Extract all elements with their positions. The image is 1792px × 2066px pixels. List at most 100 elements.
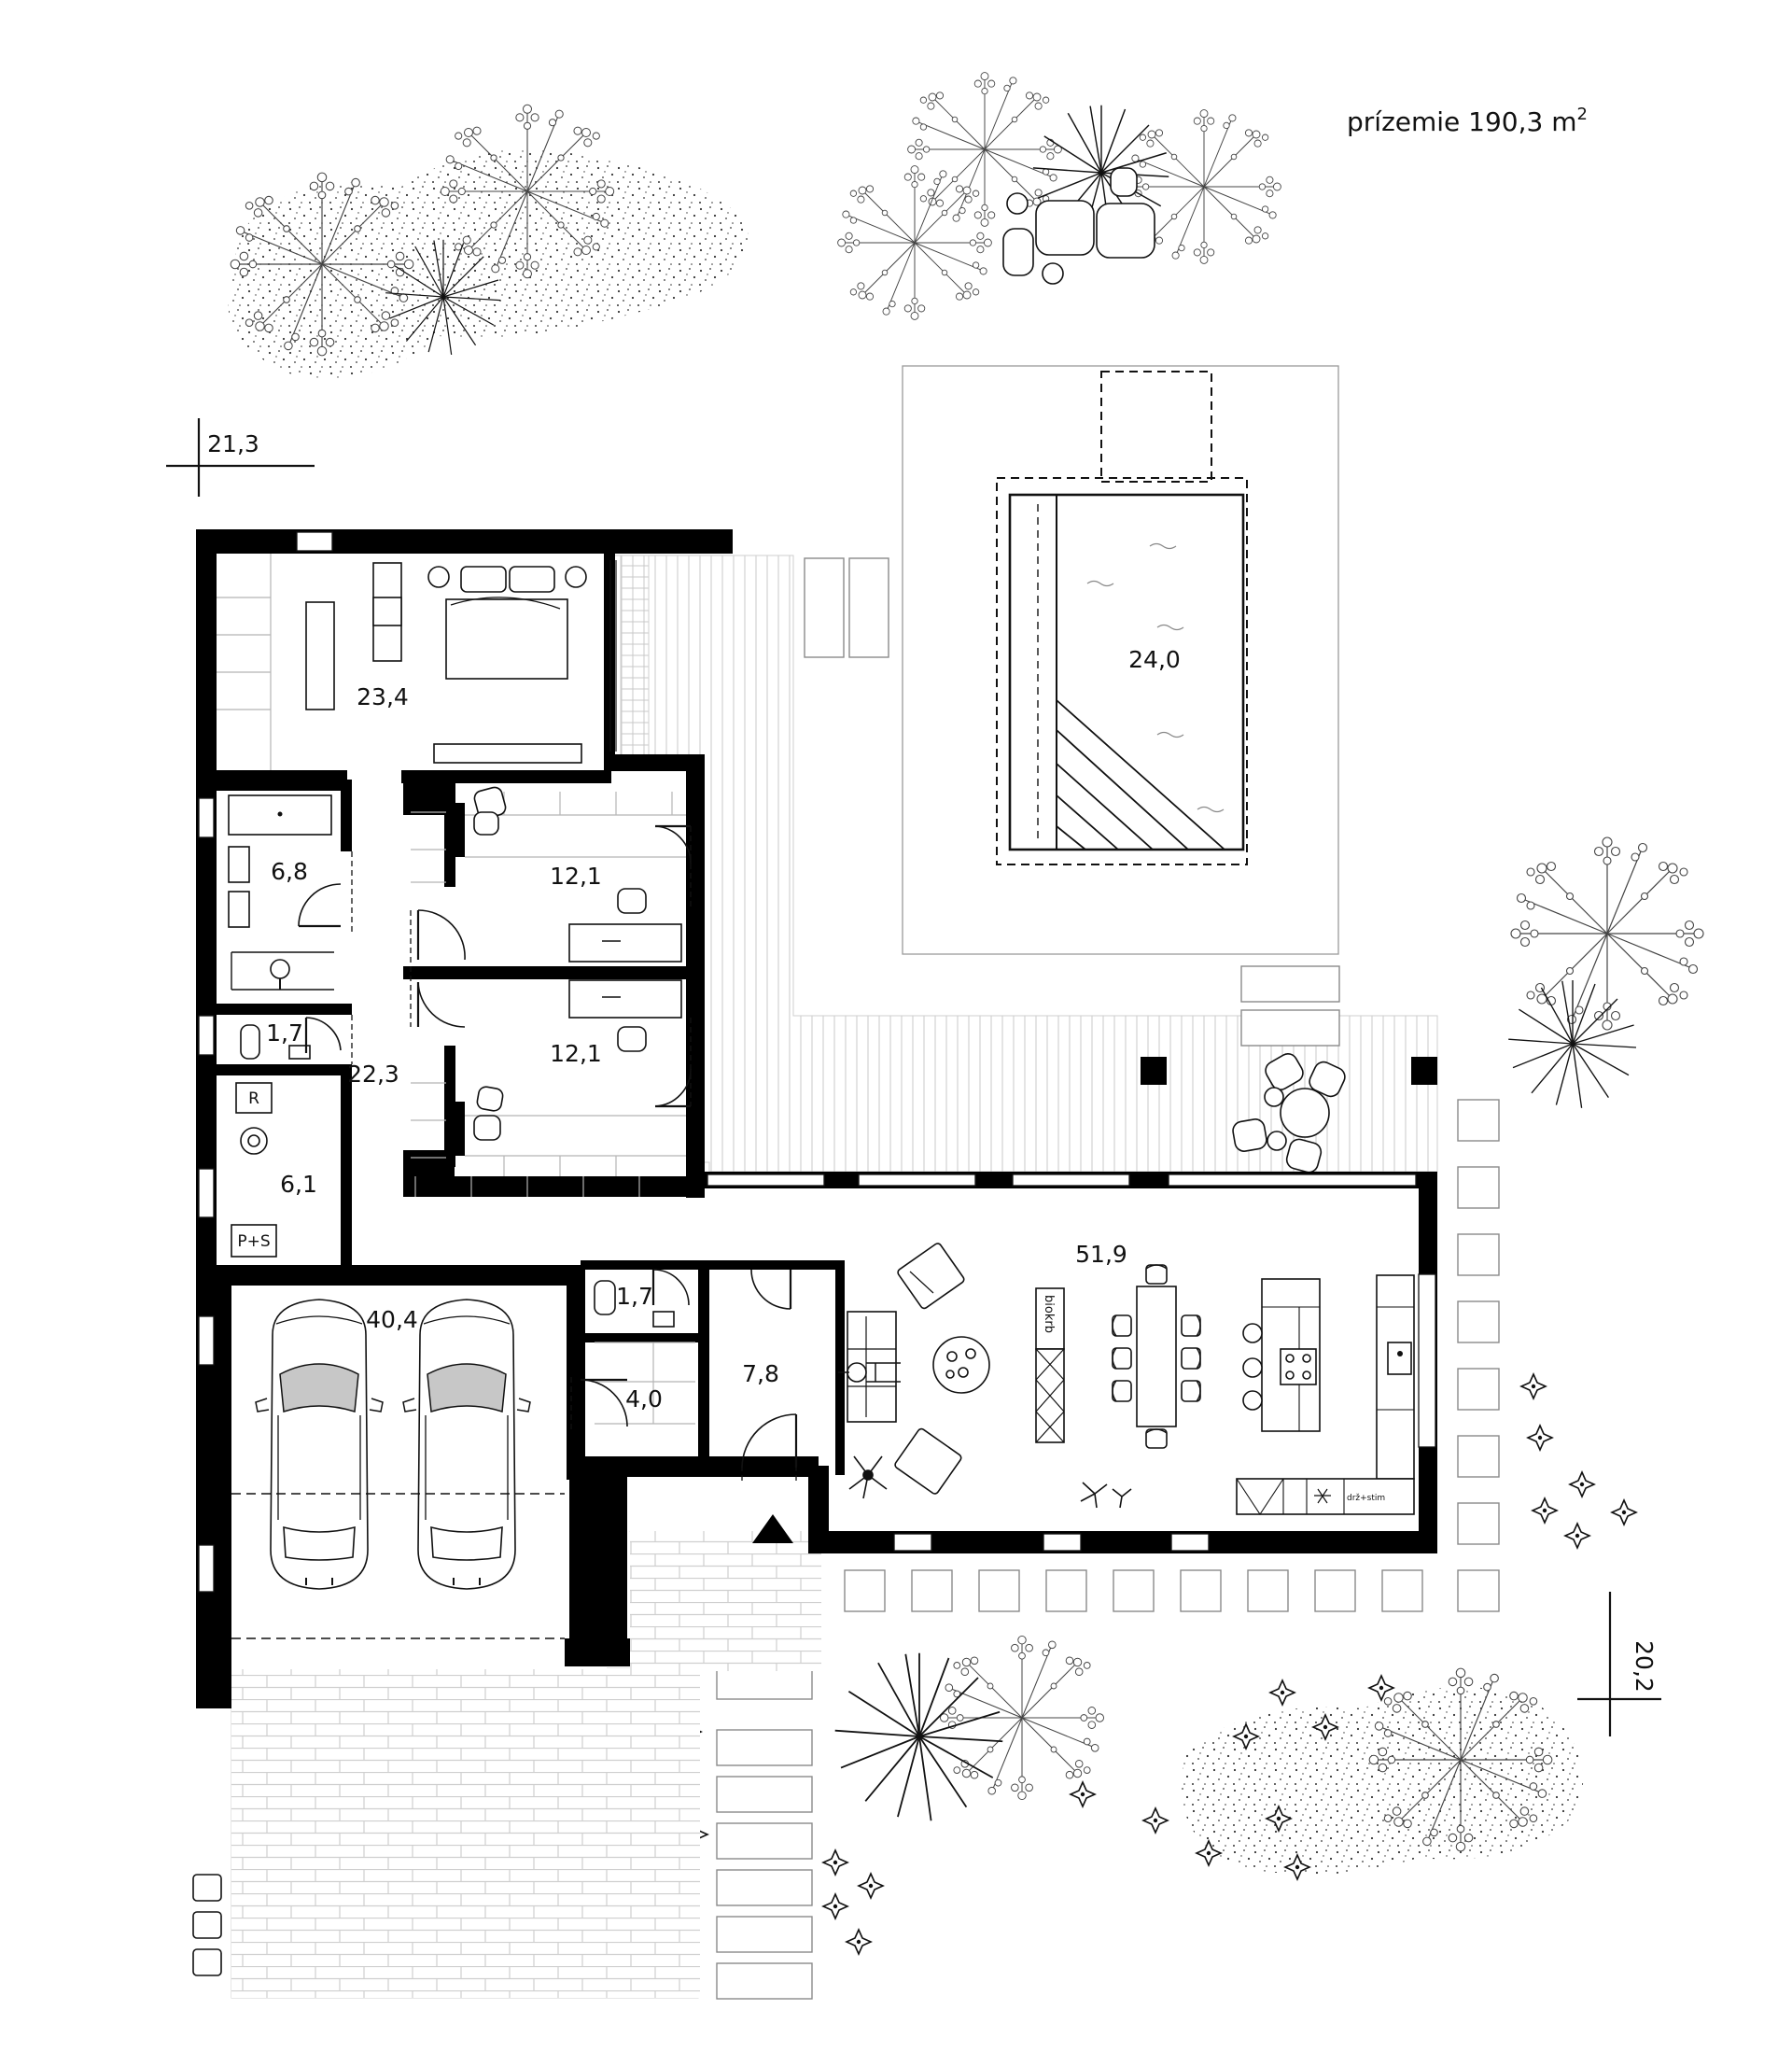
- room-area-master-bedroom: 23,4: [357, 683, 409, 710]
- svg-text:drž+stim: drž+stim: [1347, 1494, 1385, 1503]
- washer-dryer: [231, 1224, 277, 1258]
- paver-path-right: [1457, 1099, 1500, 1612]
- svg-text:R: R: [248, 1089, 259, 1108]
- person-icon: [838, 1362, 901, 1383]
- level-mark-top-left: 21,3: [166, 418, 315, 497]
- flower-icon: [1527, 1425, 1553, 1451]
- wc-2: 1,7: [594, 1269, 690, 1328]
- garage: 40,4: [231, 1299, 565, 1639]
- flower-icon: [822, 1893, 848, 1919]
- bedroom-1: 12,1: [473, 786, 692, 963]
- flower-icon: [1569, 1471, 1595, 1497]
- plant-icon: [848, 1455, 888, 1499]
- person-icon: [1267, 1131, 1287, 1151]
- room-area-pool: 24,0: [1128, 646, 1181, 673]
- room-area-living: 51,9: [1075, 1241, 1127, 1268]
- tree-icon: [1507, 979, 1637, 1109]
- flower-icon: [1269, 1680, 1295, 1706]
- sunbed: [804, 557, 845, 658]
- flower-icon: [1070, 1781, 1096, 1807]
- plant-icon: [1080, 1482, 1132, 1509]
- bedroom-2: 12,1: [473, 979, 692, 1141]
- armchair-icon: [894, 1427, 962, 1495]
- svg-text:21,3: 21,3: [207, 430, 259, 457]
- trees-top-middle: [837, 72, 1281, 320]
- garden-seating: [1002, 167, 1155, 285]
- person-icon: [1264, 1087, 1284, 1107]
- step-paver: [1240, 1009, 1340, 1047]
- coffee-table: [932, 1336, 990, 1394]
- svg-text:biokrb: biokrb: [1042, 1295, 1056, 1333]
- tree-icon: [1510, 836, 1704, 1031]
- sink-icon: [1387, 1342, 1412, 1375]
- toilet-icon: [594, 1280, 616, 1315]
- tree-icon: [440, 104, 615, 279]
- dresser: [433, 743, 582, 764]
- room-area-entrance: 7,8: [742, 1360, 779, 1387]
- tree-right: [1507, 836, 1704, 1109]
- flower-icon: [846, 1929, 872, 1955]
- sofa-icon: [847, 1311, 897, 1423]
- tree-icon: [939, 1635, 1105, 1801]
- armchair-icon: [897, 1243, 965, 1310]
- living-kitchen: biokrb drž+stim 51,9: [838, 1241, 1415, 1516]
- bathroom: 6,8: [228, 794, 342, 991]
- room-area-wc-1: 1,7: [266, 1019, 303, 1047]
- step-paver: [1240, 965, 1340, 1003]
- pantry-unit: [1236, 1478, 1415, 1515]
- master-bedroom: 23,4: [305, 560, 617, 764]
- flower-icon: [822, 1849, 848, 1876]
- hob-icon: [1280, 1348, 1317, 1385]
- level-mark-bottom-right: 20,2: [1577, 1592, 1661, 1736]
- sunbed: [848, 557, 889, 658]
- flower-icon: [858, 1873, 884, 1899]
- room-area-technical: 6,1: [280, 1171, 317, 1198]
- technical-room: R P+S 6,1: [231, 1082, 317, 1258]
- room-area-bathroom: 6,8: [271, 858, 308, 885]
- flower-icon: [1142, 1807, 1169, 1834]
- terrace-table: [1232, 1053, 1346, 1174]
- tree-icon: [230, 172, 414, 357]
- flower-icon: [1532, 1497, 1558, 1524]
- desk: [568, 923, 682, 963]
- dining-table-icon: [1136, 1286, 1177, 1427]
- tree-icon: [1368, 1667, 1553, 1852]
- sink-icon: [228, 846, 250, 883]
- bed-icon: [427, 566, 587, 680]
- vestibule: 4,0: [570, 1377, 663, 1430]
- flower-icon: [1611, 1499, 1637, 1525]
- desk: [568, 979, 682, 1019]
- hall-doors: [351, 851, 466, 1064]
- bench: [305, 601, 335, 710]
- room-area-vestibule: 4,0: [625, 1385, 663, 1412]
- shrub-bed-top-left: [228, 104, 749, 378]
- room-area-garage: 40,4: [366, 1306, 418, 1333]
- sink-icon: [228, 891, 250, 928]
- room-area-bedroom-2: 12,1: [550, 1040, 602, 1067]
- floor-title: prízemie 190,3 m2: [1347, 105, 1588, 137]
- toilet-icon: [240, 1024, 260, 1060]
- trees-bottom: [833, 1635, 1584, 1875]
- car-icon: [402, 1299, 531, 1590]
- wc-1: 1,7: [240, 1017, 342, 1060]
- entrance: 7,8: [741, 1269, 798, 1543]
- tree-icon: [833, 1651, 1004, 1822]
- room-area-wc-2: 1,7: [616, 1283, 653, 1310]
- bike-stands: [192, 1874, 222, 1976]
- flower-icon: [1368, 1675, 1394, 1701]
- pool-area: 24,0: [902, 365, 1340, 1047]
- entrance-arrow-icon: [752, 1514, 793, 1543]
- pool-basin: [1008, 493, 1245, 851]
- kitchen-counter: [1376, 1274, 1415, 1480]
- closets: [217, 554, 695, 1425]
- windows: [198, 531, 1436, 1593]
- paver-path-bottom: [844, 1569, 1423, 1612]
- flower-icon: [1520, 1373, 1547, 1399]
- room-area-bedroom-1: 12,1: [550, 863, 602, 890]
- svg-text:P+S: P+S: [237, 1232, 270, 1251]
- refrigerator: [235, 1082, 273, 1114]
- car-icon: [255, 1299, 384, 1590]
- room-area-hall: 22,3: [347, 1061, 399, 1088]
- flower-icon: [1564, 1523, 1590, 1549]
